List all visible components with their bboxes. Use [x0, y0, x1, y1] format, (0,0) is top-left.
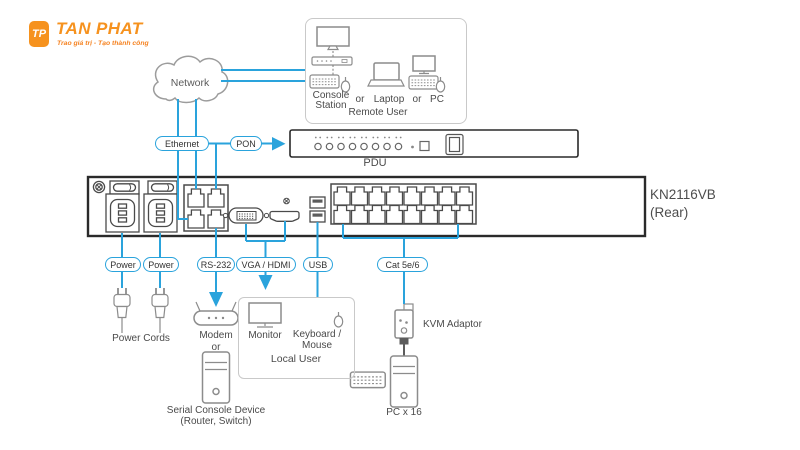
keyboard-label: Keyboard / [292, 329, 342, 340]
or-label-1: or [355, 94, 365, 105]
network-cloud-label: Network [170, 77, 210, 89]
remote-user-box [305, 18, 467, 124]
kvm-adaptor-icon [394, 303, 414, 356]
power-inlet-2-icon [143, 193, 178, 233]
hdmi-port-icon [269, 197, 300, 222]
rs232-pill: RS-232 [197, 257, 235, 272]
pdu-label: PDU [363, 157, 387, 169]
ethernet-pill: Ethernet [155, 136, 209, 151]
pdu-icon [289, 129, 579, 158]
arrow-right-pdu-icon [272, 137, 286, 151]
local-user-box [238, 297, 355, 379]
vga-port-icon [222, 207, 270, 224]
vga-hdmi-pill: VGA / HDMI [236, 257, 296, 272]
pc-tower-icon [389, 355, 419, 408]
pc-icon [408, 55, 446, 93]
power-switch-1-icon [109, 180, 140, 195]
serial-console-tower-icon [201, 351, 231, 404]
serial-console-label: Serial Console Device [166, 405, 266, 416]
remote-user-caption: Remote User [348, 107, 408, 118]
console-station-label-2: Station [315, 100, 347, 111]
pc16-label: PC x 16 [386, 407, 422, 418]
pon-pill: PON [230, 136, 262, 151]
ground-screw-icon [92, 180, 106, 194]
power-pill-2: Power [143, 257, 179, 272]
logo-badge: TP [29, 21, 49, 47]
power-plug-2-icon [151, 287, 169, 334]
or-label-2: or [412, 94, 422, 105]
logo-title: TAN PHAT [56, 19, 143, 38]
logo-tagline: Trao giá trị - Tạo thành công [57, 40, 149, 47]
arrow-down-monitor-icon [258, 275, 273, 290]
kvm-adaptor-label: KVM Adaptor [423, 319, 482, 330]
lan-serial-port-block [183, 184, 229, 232]
local-monitor-icon [248, 302, 282, 328]
power-switch-2-icon [147, 180, 178, 195]
serial-console-label-2: (Router, Switch) [180, 416, 252, 427]
mouse-label: Mouse [301, 340, 332, 351]
laptop-icon [367, 62, 405, 87]
kvm-port-block-16 [330, 183, 477, 225]
cat5-pill: Cat 5e/6 [377, 257, 428, 272]
modem-or-label: or [211, 342, 221, 353]
modem-icon [193, 301, 239, 326]
laptop-label: Laptop [373, 94, 405, 105]
power-inlet-1-icon [105, 193, 140, 233]
usb-pill: USB [303, 257, 333, 272]
console-station-icon [309, 26, 353, 93]
network-cloud-icon [152, 55, 229, 104]
power-plug-1-icon [113, 287, 131, 334]
kvm-switch-rear-panel [86, 175, 647, 238]
local-keyboard-icon [349, 371, 386, 389]
monitor-label: Monitor [248, 330, 282, 341]
console-station-label: Console [312, 90, 350, 101]
power-pill-1: Power [105, 257, 141, 272]
device-view-label: (Rear) [650, 205, 689, 220]
modem-label: Modem [199, 330, 233, 341]
power-cords-label: Power Cords [112, 333, 170, 344]
arrow-down-modem-icon [209, 292, 223, 307]
device-model-label: KN2116VB [650, 187, 716, 202]
pc-label: PC [430, 94, 444, 105]
local-user-caption: Local User [270, 353, 322, 365]
